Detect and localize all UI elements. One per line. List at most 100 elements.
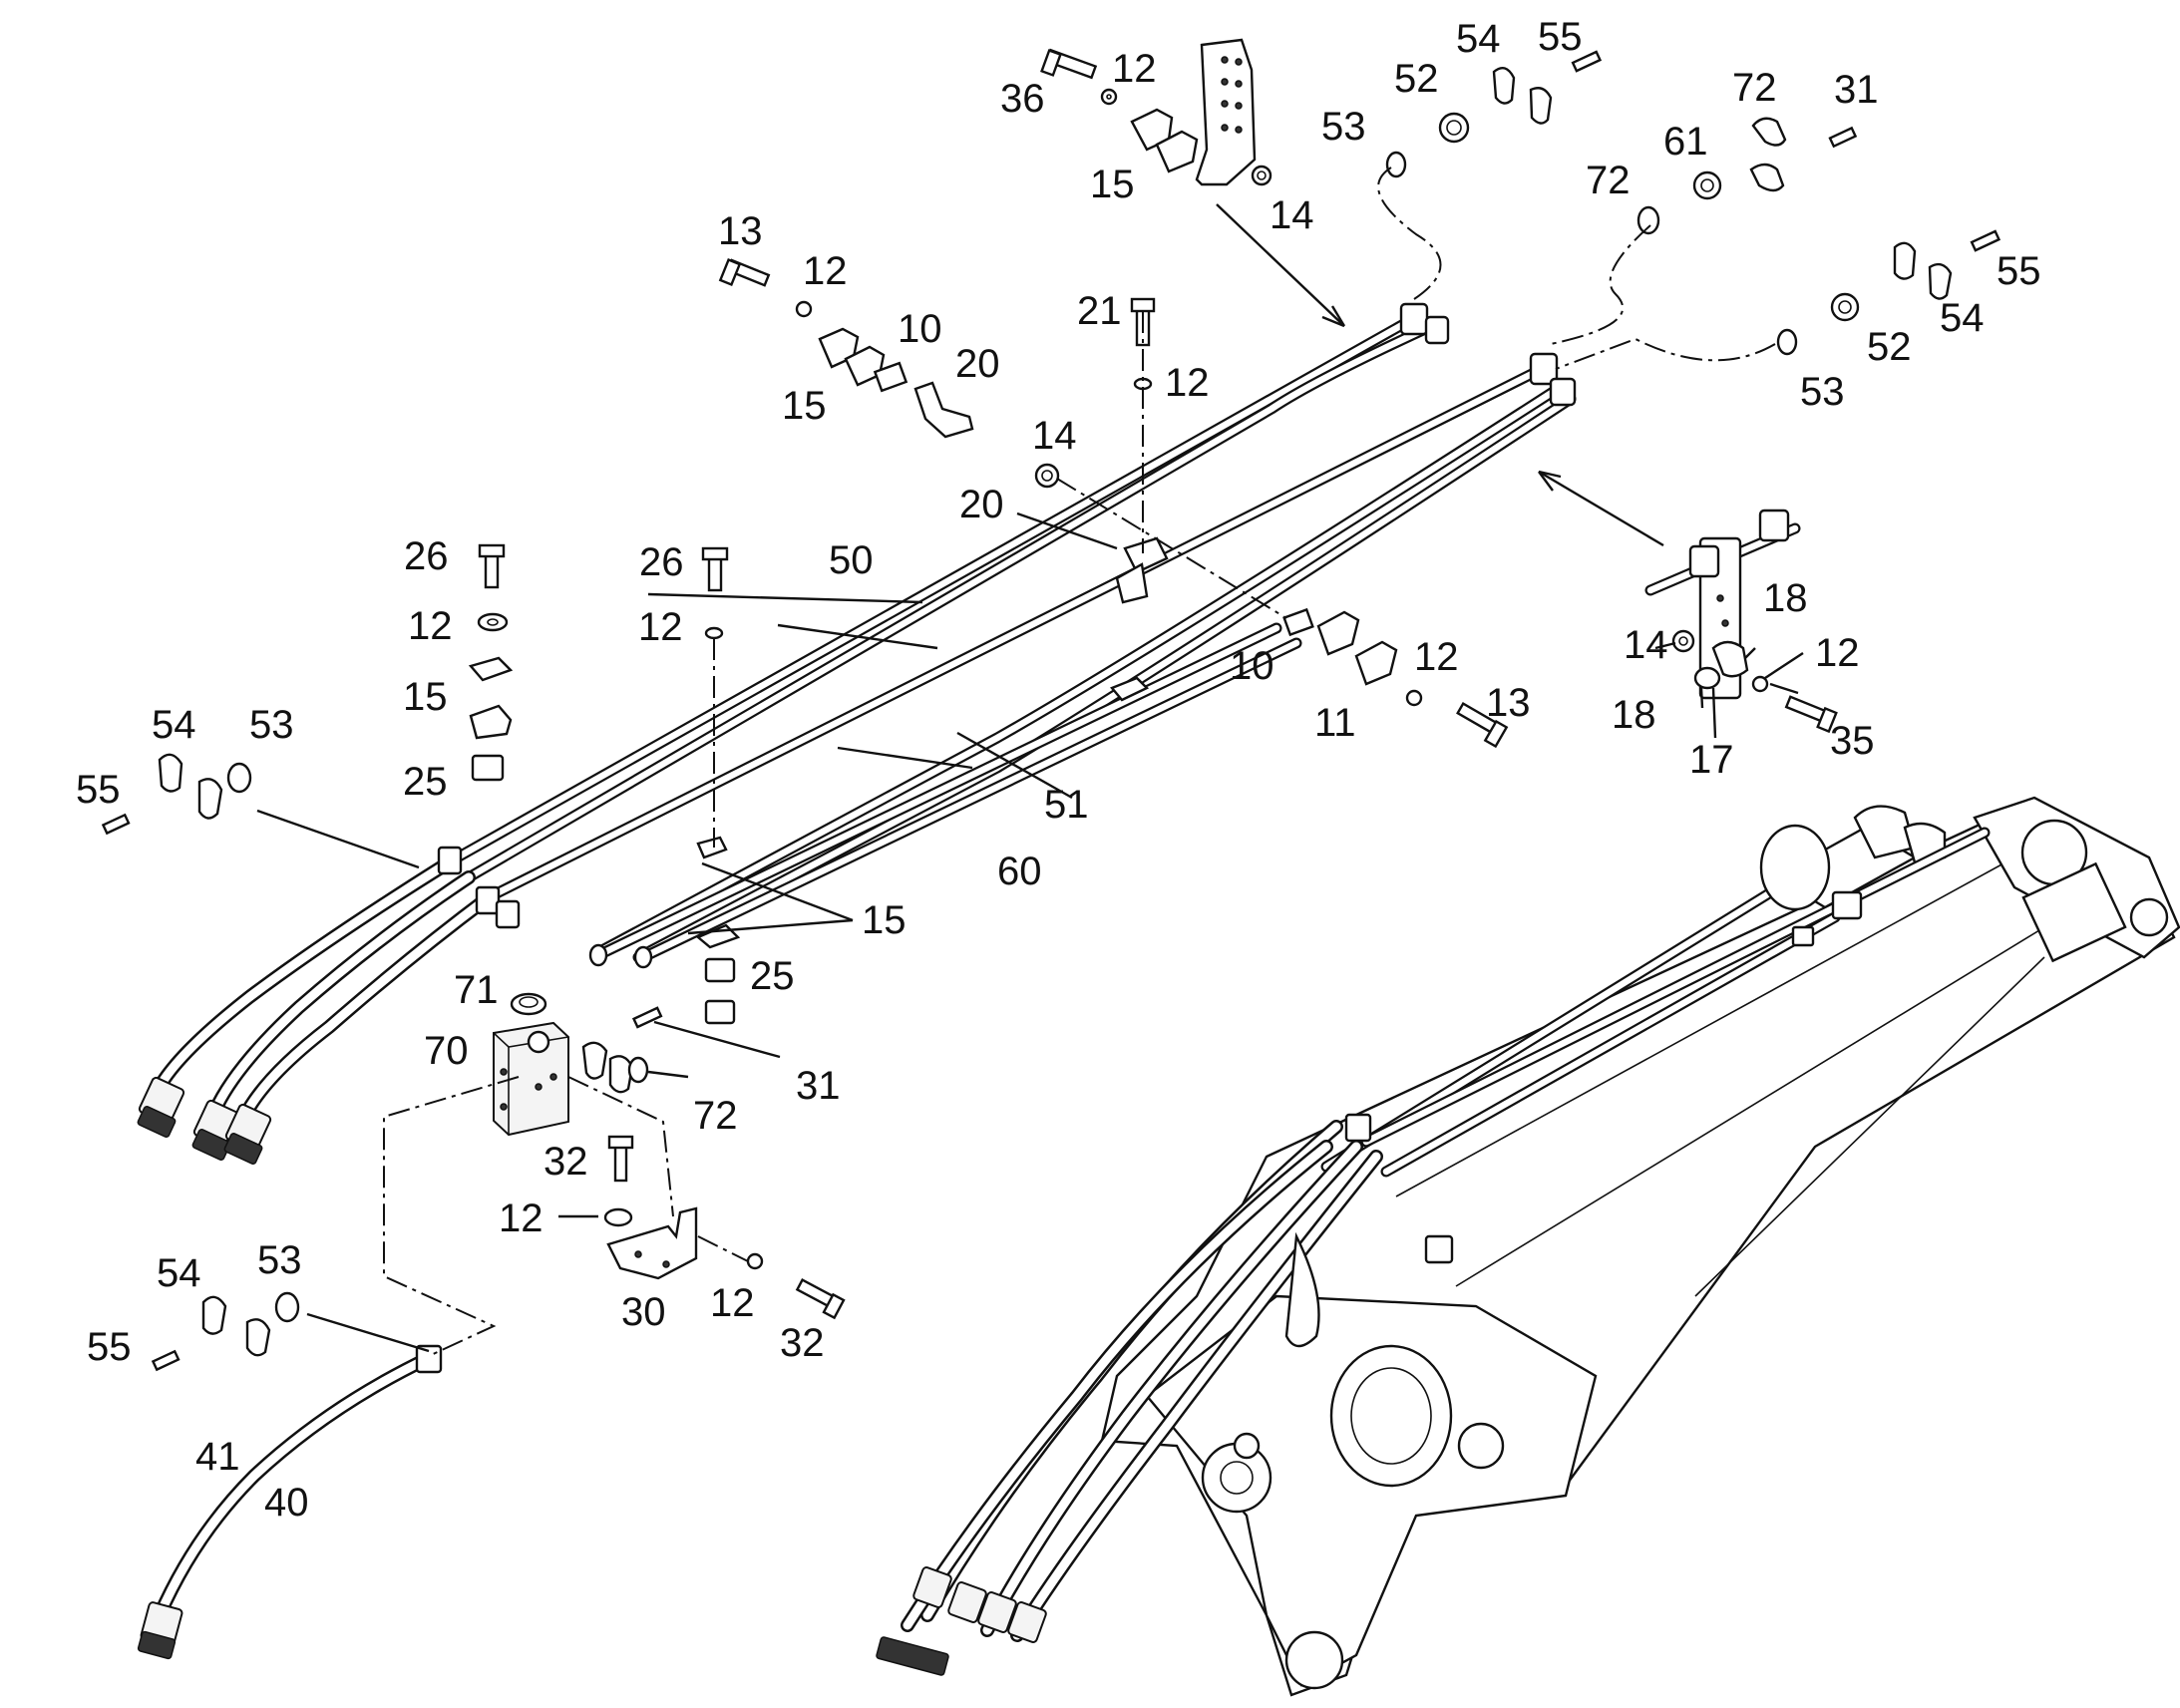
callout-20: 20 bbox=[955, 342, 1000, 386]
flange-clamp-manifold bbox=[581, 1041, 649, 1094]
callout-11: 11 bbox=[1314, 701, 1356, 745]
callout-61: 61 bbox=[1663, 120, 1708, 164]
callout-12: 12 bbox=[499, 1196, 544, 1240]
callout-40: 40 bbox=[264, 1481, 309, 1525]
callout-32: 32 bbox=[544, 1140, 588, 1184]
washer-12-top bbox=[1100, 88, 1118, 106]
flange-61 bbox=[1692, 171, 1722, 200]
callout-54: 54 bbox=[1940, 296, 1985, 340]
callout-31: 31 bbox=[1834, 68, 1879, 112]
callout-21: 21 bbox=[1077, 289, 1122, 333]
callout-71: 71 bbox=[454, 968, 499, 1012]
callout-15: 15 bbox=[782, 384, 827, 428]
callout-12: 12 bbox=[710, 1281, 755, 1325]
bracket-20-upper bbox=[913, 381, 974, 439]
callout-53: 53 bbox=[257, 1238, 302, 1282]
clamp-15-top bbox=[1130, 108, 1199, 173]
clamp-15-left bbox=[468, 656, 514, 740]
flange-group-lower-left bbox=[151, 1291, 300, 1372]
top-bracket-plate bbox=[1195, 38, 1257, 186]
clamp-15-upper bbox=[818, 327, 886, 387]
bolt-26-center bbox=[701, 546, 729, 592]
bracket-30 bbox=[606, 1206, 698, 1280]
callout-12: 12 bbox=[1112, 47, 1157, 91]
callout-72: 72 bbox=[1586, 159, 1631, 202]
washer-12-right bbox=[1405, 689, 1423, 707]
flange-52-top bbox=[1438, 112, 1470, 144]
callout-30: 30 bbox=[621, 1290, 666, 1334]
callout-14: 14 bbox=[1624, 623, 1668, 667]
flange-group-left bbox=[101, 753, 252, 836]
callout-54: 54 bbox=[1456, 17, 1501, 61]
callout-53: 53 bbox=[1800, 370, 1845, 414]
callout-18: 18 bbox=[1763, 576, 1808, 620]
callout-14: 14 bbox=[1032, 414, 1077, 458]
callouts: 36 12 15 14 53 52 54 55 72 31 72 61 55 5… bbox=[76, 15, 2041, 1525]
bolt-31-manifold bbox=[631, 1006, 663, 1029]
callout-55: 55 bbox=[1538, 15, 1583, 59]
callout-17: 17 bbox=[1689, 738, 1734, 782]
hose-40-41 bbox=[137, 1344, 443, 1660]
callout-14: 14 bbox=[1270, 193, 1314, 237]
bolt-13-upper bbox=[718, 257, 771, 287]
flexible-hose-ends-left bbox=[137, 846, 521, 1166]
bolt-35 bbox=[1784, 695, 1838, 734]
spacer-10-upper bbox=[873, 361, 908, 393]
lower-steel-tubes bbox=[588, 622, 1302, 969]
callout-54: 54 bbox=[157, 1251, 201, 1295]
callout-10: 10 bbox=[898, 307, 942, 351]
nut-14-center bbox=[1034, 463, 1060, 489]
washer-12-manifold bbox=[603, 1207, 633, 1227]
callout-55: 55 bbox=[76, 768, 121, 812]
half-flange-54-right bbox=[1893, 241, 1953, 300]
callout-31: 31 bbox=[796, 1064, 841, 1108]
callout-72: 72 bbox=[693, 1094, 738, 1138]
callout-20: 20 bbox=[959, 483, 1004, 526]
callout-72: 72 bbox=[1732, 66, 1777, 110]
bracket-20-center bbox=[1115, 536, 1169, 604]
callout-10: 10 bbox=[1230, 644, 1274, 688]
callout-26: 26 bbox=[404, 534, 449, 578]
callout-15: 15 bbox=[403, 675, 448, 719]
callout-53: 53 bbox=[1321, 105, 1366, 149]
callout-13: 13 bbox=[1486, 681, 1531, 725]
flange-52-right bbox=[1830, 292, 1860, 322]
hose-end-flanges-right bbox=[1399, 302, 1577, 407]
callout-55: 55 bbox=[87, 1325, 132, 1369]
boom-assembly bbox=[876, 796, 2180, 1697]
callout-18: 18 bbox=[1612, 693, 1656, 737]
plug-71 bbox=[510, 992, 547, 1016]
alignment-lines bbox=[383, 167, 1776, 1357]
callout-12: 12 bbox=[803, 249, 848, 293]
oring-53-top bbox=[1385, 151, 1407, 178]
callout-53: 53 bbox=[249, 703, 294, 747]
callout-26: 26 bbox=[639, 540, 684, 584]
manifold-block-70 bbox=[493, 1021, 569, 1137]
callout-15: 15 bbox=[862, 898, 907, 942]
oring-53-right bbox=[1776, 328, 1798, 356]
callout-32: 32 bbox=[780, 1321, 825, 1365]
callout-13: 13 bbox=[718, 209, 763, 253]
clamp-spacer-10-11 bbox=[1282, 607, 1398, 686]
nut-14-top bbox=[1251, 165, 1272, 186]
callout-52: 52 bbox=[1394, 57, 1439, 101]
bolt-36 bbox=[1040, 48, 1098, 80]
leader-lines bbox=[256, 203, 1804, 1353]
small-clamp-mid bbox=[1110, 676, 1150, 702]
bolt-55-top bbox=[1571, 50, 1603, 73]
callout-52: 52 bbox=[1867, 325, 1912, 369]
clamp-18-17 bbox=[1693, 640, 1749, 690]
washer-12-right-b bbox=[1751, 675, 1769, 693]
callout-25: 25 bbox=[403, 760, 448, 804]
callout-50: 50 bbox=[829, 538, 874, 582]
callout-15: 15 bbox=[1090, 163, 1135, 206]
bolt-32-lower bbox=[795, 1278, 846, 1320]
callout-12: 12 bbox=[1414, 635, 1459, 679]
bolt-31-top bbox=[1828, 126, 1858, 149]
washer-12-lower bbox=[746, 1252, 764, 1270]
block-25-lower bbox=[704, 957, 736, 1025]
callout-60: 60 bbox=[997, 850, 1042, 893]
bolt-32-top bbox=[607, 1135, 634, 1183]
washer-12-left bbox=[477, 612, 509, 632]
